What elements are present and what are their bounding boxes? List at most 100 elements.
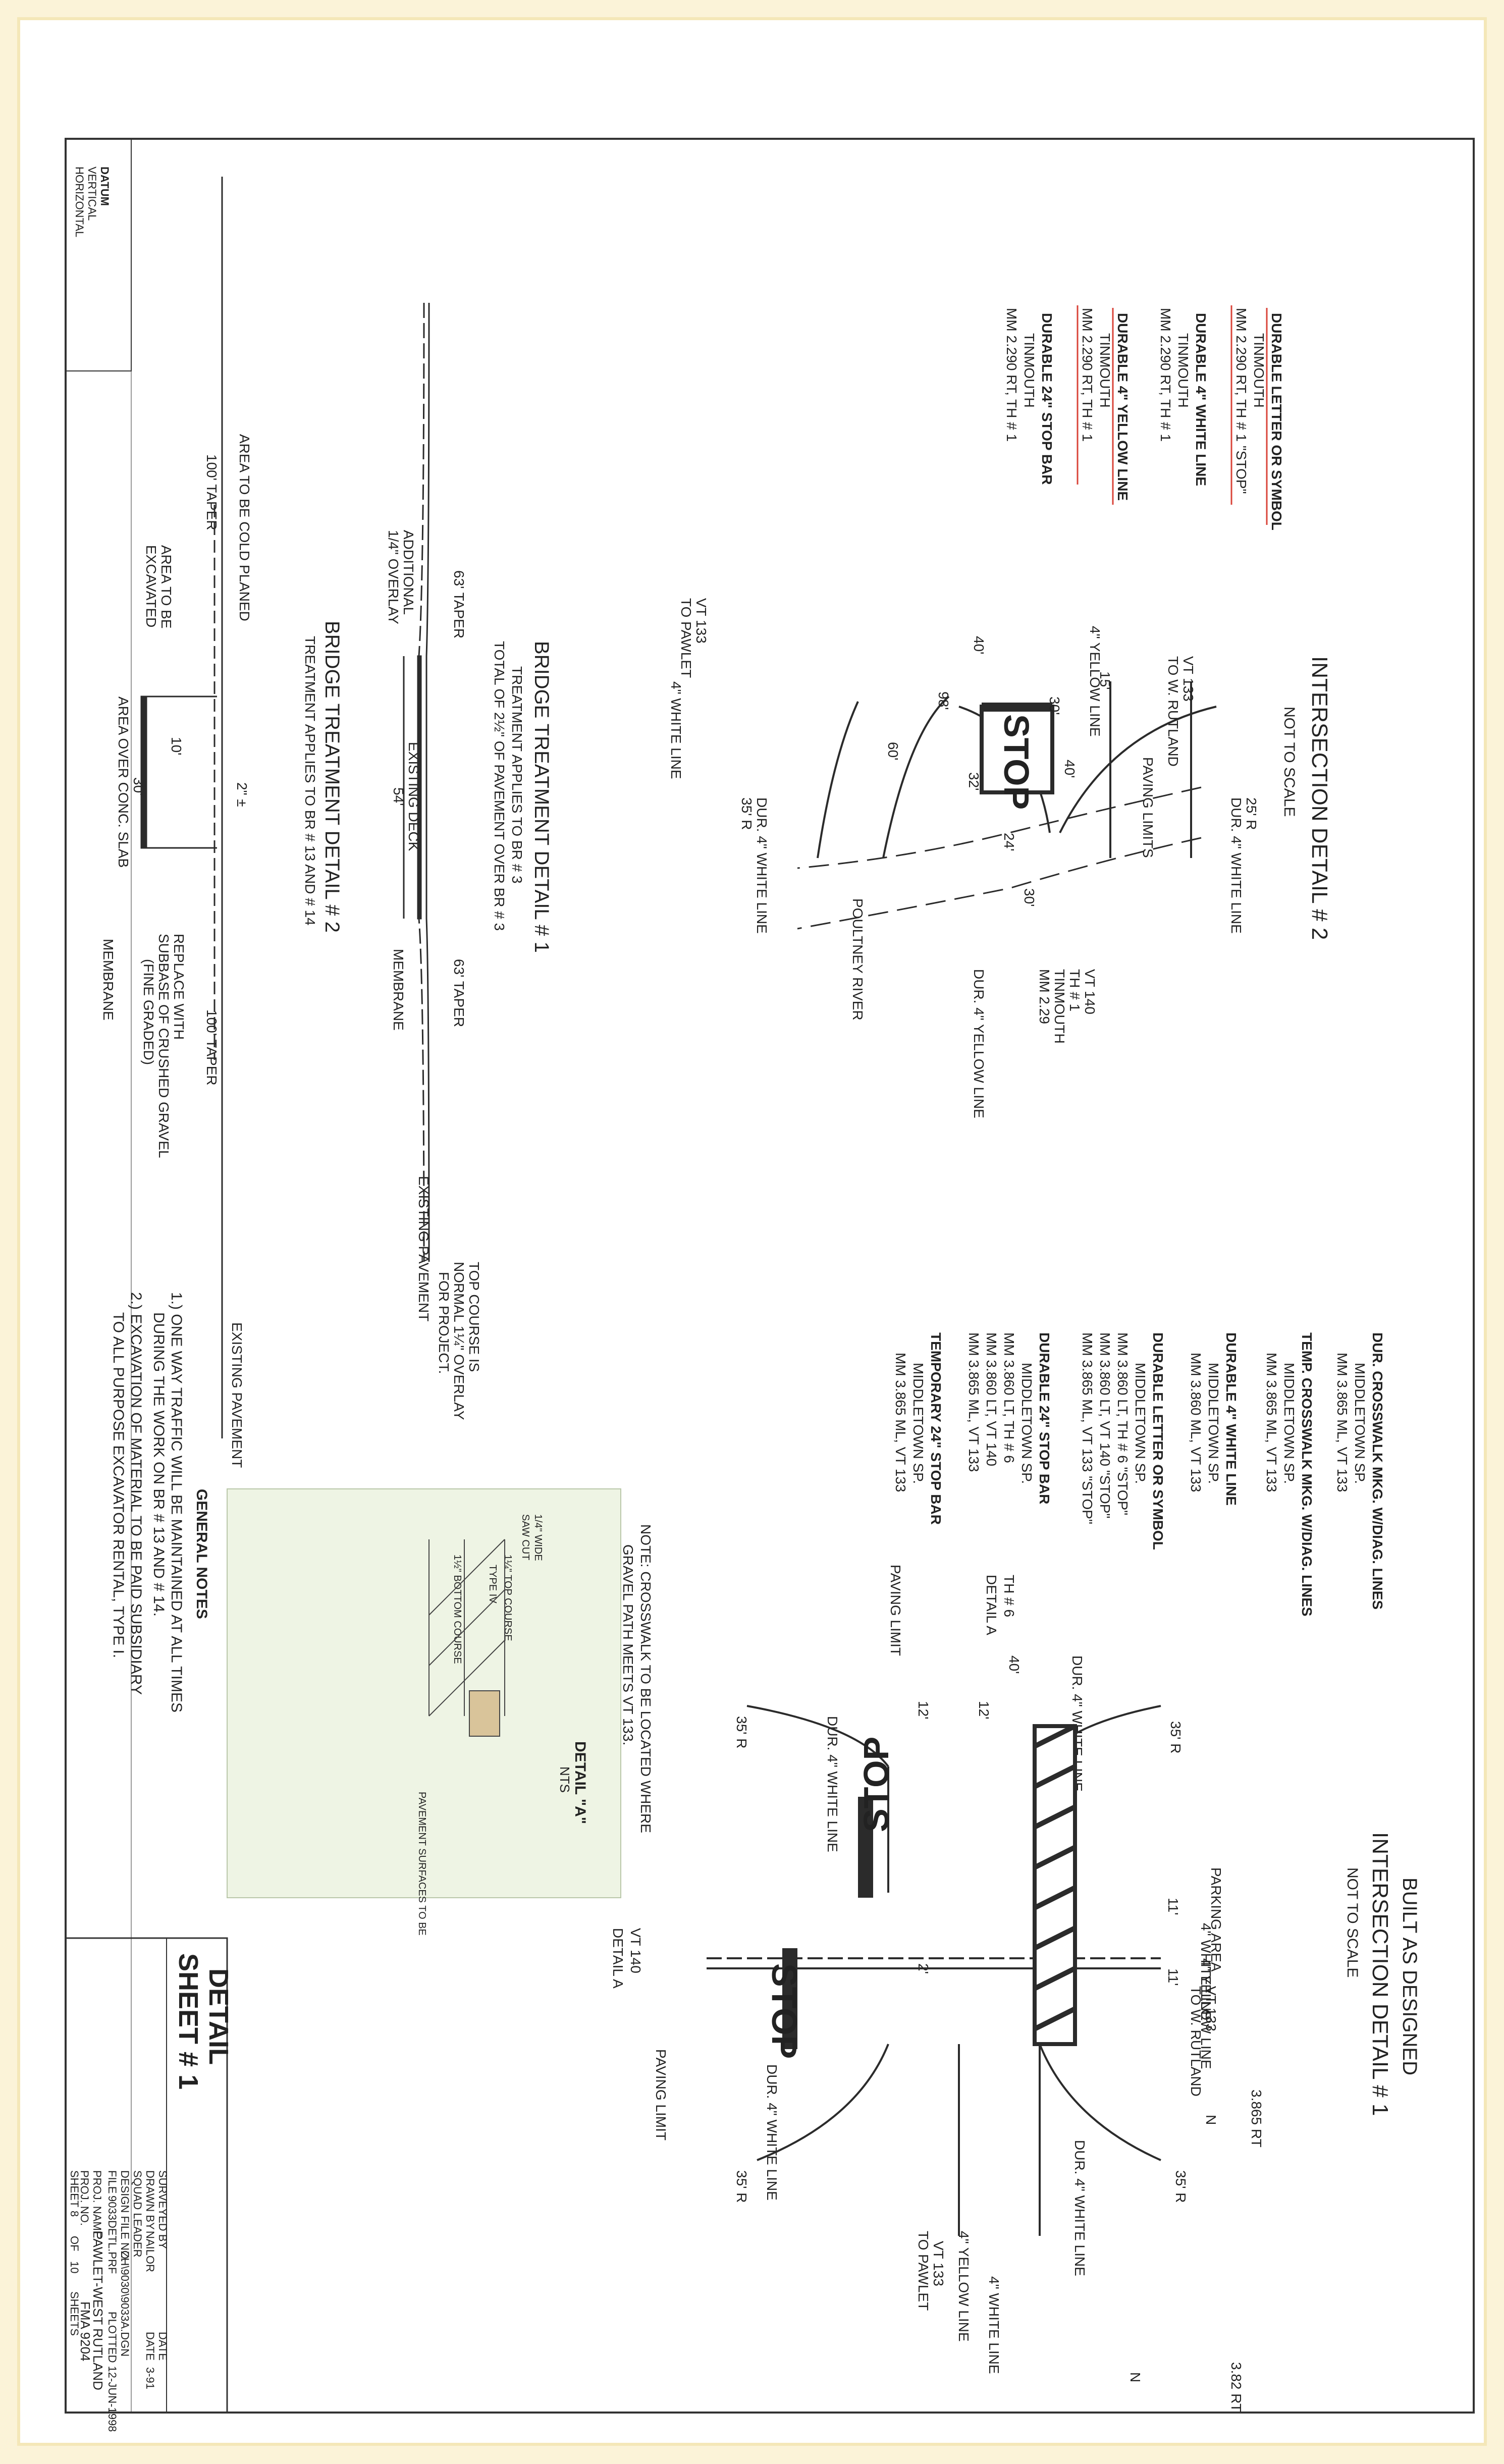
svg-text:60': 60'	[885, 742, 901, 761]
svg-text:BRIDGE TREATMENT DETAIL # 2: BRIDGE TREATMENT DETAIL # 2	[321, 621, 343, 933]
svg-text:12': 12'	[916, 1701, 931, 1720]
svg-text:NTS: NTS	[557, 1766, 572, 1793]
svg-text:N: N	[1127, 2372, 1143, 2382]
svg-text:TO PAWLET: TO PAWLET	[916, 2231, 931, 2311]
svg-text:2.) EXCAVATION OF MATERIAL TO: 2.) EXCAVATION OF MATERIAL TO BE PAID SU…	[128, 1292, 144, 1695]
inner-border	[131, 138, 1474, 2413]
svg-text:ZH\9030\9033A.DGN: ZH\9030\9033A.DGN	[119, 2251, 131, 2356]
svg-text:MM 3.860 LT, TH # 6: MM 3.860 LT, TH # 6	[1001, 1332, 1017, 1463]
svg-text:DUR. 4" WHITE LINE: DUR. 4" WHITE LINE	[764, 2064, 780, 2201]
svg-text:PAVING LIMITS: PAVING LIMITS	[1140, 757, 1156, 858]
svg-text:TO W. RUTLAND: TO W. RUTLAND	[1188, 1986, 1204, 2097]
svg-text:AREA OVER CONC. SLAB: AREA OVER CONC. SLAB	[116, 697, 131, 868]
svg-text:15': 15'	[1097, 671, 1113, 690]
int1-stop-a: STOP	[856, 1737, 896, 1898]
svg-text:MIDDLETOWN SP.: MIDDLETOWN SP.	[1206, 1363, 1221, 1484]
svg-text:FILE: FILE	[106, 2170, 119, 2193]
svg-text:100' TAPER: 100' TAPER	[204, 1009, 220, 1086]
svg-text:DUR. 4" WHITE LINE: DUR. 4" WHITE LINE	[1072, 2140, 1088, 2276]
svg-text:3.82 RT: 3.82 RT	[1228, 2362, 1244, 2412]
svg-text:DATE: DATE	[156, 2332, 169, 2361]
svg-text:EXCAVATED: EXCAVATED	[143, 545, 159, 627]
svg-text:35' R: 35' R	[734, 2170, 749, 2203]
notes-middletown: DUR. CROSSWALK MKG. W/DIAG. LINES MIDDLE…	[893, 1332, 1385, 1617]
svg-text:DRAWN BY: DRAWN BY	[144, 2170, 156, 2230]
notes-tinmouth: DURABLE LETTER OR SYMBOL TINMOUTH MM 2.2…	[1004, 308, 1284, 530]
svg-text:REPLACE WITH: REPLACE WITH	[171, 934, 187, 1040]
svg-text:98': 98'	[936, 691, 951, 710]
svg-text:10': 10'	[169, 737, 184, 756]
poultney-river	[797, 786, 1202, 930]
svg-text:POULTNEY RIVER: POULTNEY RIVER	[850, 898, 866, 1021]
svg-text:AREA TO BE COLD PLANED: AREA TO BE COLD PLANED	[237, 434, 252, 621]
svg-text:SQUAD LEADER: SQUAD LEADER	[131, 2170, 144, 2257]
svg-text:TINMOUTH: TINMOUTH	[1022, 333, 1037, 408]
svg-text:MM 2.29: MM 2.29	[1037, 969, 1052, 1024]
svg-text:PROJ. NAME: PROJ. NAME	[91, 2170, 103, 2238]
svg-text:DESIGN FILE NO.: DESIGN FILE NO.	[119, 2170, 131, 2262]
int1-crosswalk	[1033, 1724, 1077, 2046]
int2-title: INTERSECTION DETAIL # 2	[1307, 656, 1332, 940]
svg-text:TO PAWLET: TO PAWLET	[678, 598, 694, 678]
svg-text:DETAIL A: DETAIL A	[610, 1928, 626, 1989]
svg-text:VERTICAL: VERTICAL	[86, 167, 98, 221]
svg-text:9033DETL.PRF: 9033DETL.PRF	[106, 2195, 119, 2274]
svg-text:1/4" OVERLAY: 1/4" OVERLAY	[386, 530, 401, 624]
int1-stop-b: STOP	[765, 1948, 804, 2059]
svg-text:DETAIL A: DETAIL A	[984, 1575, 999, 1635]
svg-text:VT 140: VT 140	[1082, 969, 1098, 1014]
svg-text:TREATMENT APPLIES TO BR # 3: TREATMENT APPLIES TO BR # 3	[509, 666, 525, 884]
general-notes: GENERAL NOTES 1.) ONE WAY TRAFFIC WILL B…	[110, 1292, 210, 1712]
svg-text:11': 11'	[1165, 1898, 1181, 1915]
title-block: DETAIL SHEET # 1 SURVEYED BY DRAWN BY NA…	[65, 1937, 234, 2432]
crosswalk-note: NOTE: CROSSWALK TO BE LOCATED WHERE GRAV…	[620, 1524, 654, 1833]
svg-text:DUR. 4" WHITE LINE: DUR. 4" WHITE LINE	[825, 1716, 840, 1852]
bridge1-profile	[403, 302, 430, 1262]
svg-text:DURABLE 4" WHITE LINE: DURABLE 4" WHITE LINE	[1223, 1332, 1239, 1506]
svg-text:HORIZONTAL: HORIZONTAL	[73, 167, 86, 237]
svg-text:NAILOR: NAILOR	[144, 2231, 156, 2272]
svg-text:4" WHITE LINE: 4" WHITE LINE	[986, 2276, 1002, 2374]
int2-stop-marking	[980, 705, 1054, 794]
svg-text:MM 3.865 ML, VT 133: MM 3.865 ML, VT 133	[1334, 1353, 1350, 1492]
svg-text:OF: OF	[68, 2236, 81, 2252]
svg-text:DATE: DATE	[144, 2332, 156, 2361]
svg-text:VT 133: VT 133	[693, 598, 709, 644]
svg-text:32': 32'	[966, 772, 982, 791]
svg-text:100' TAPER: 100' TAPER	[204, 454, 220, 530]
svg-text:TO ALL PURPOSE EXCAVATOR RENTA: TO ALL PURPOSE EXCAVATOR RENTAL, TYPE I.	[110, 1312, 127, 1658]
svg-text:40': 40'	[1006, 1655, 1022, 1674]
svg-text:63' TAPER: 63' TAPER	[451, 959, 467, 1027]
svg-text:MM 3.865 ML, VT 133 "STOP": MM 3.865 ML, VT 133 "STOP"	[1080, 1332, 1095, 1524]
svg-text:FOR PROJECT.: FOR PROJECT.	[436, 1272, 452, 1374]
svg-text:(FINE GRADED): (FINE GRADED)	[141, 959, 156, 1065]
svg-text:MM 2.290 RT, TH # 1: MM 2.290 RT, TH # 1	[1158, 308, 1173, 442]
svg-text:VT 133: VT 133	[931, 2241, 946, 2286]
svg-text:TINMOUTH: TINMOUTH	[1175, 333, 1191, 408]
svg-text:DUR. CROSSWALK MKG. W/DIAG. LI: DUR. CROSSWALK MKG. W/DIAG. LINES	[1370, 1332, 1385, 1610]
svg-text:4" YELLOW LINE: 4" YELLOW LINE	[1087, 626, 1103, 737]
svg-text:63' TAPER: 63' TAPER	[451, 570, 467, 638]
intersection-1: BUILT AS DESIGNED INTERSECTION DETAIL # …	[610, 1565, 1421, 2412]
sheet-paper	[20, 20, 1484, 2443]
svg-text:DURABLE LETTER OR SYMBOL: DURABLE LETTER OR SYMBOL	[1150, 1332, 1166, 1550]
svg-text:10: 10	[68, 2261, 81, 2273]
svg-text:MM 3.865 ML, VT 133: MM 3.865 ML, VT 133	[893, 1353, 908, 1492]
svg-text:DURABLE 4" YELLOW LINE: DURABLE 4" YELLOW LINE	[1115, 313, 1131, 501]
svg-text:4" YELLOW LINE: 4" YELLOW LINE	[956, 2231, 972, 2342]
svg-text:TH # 1: TH # 1	[1067, 969, 1083, 1011]
svg-text:11': 11'	[1165, 1968, 1181, 1986]
svg-text:12': 12'	[976, 1701, 992, 1720]
bridge-detail-2: BRIDGE TREATMENT DETAIL # 2 TREATMENT AP…	[100, 434, 343, 1468]
svg-text:MIDDLETOWN SP.: MIDDLETOWN SP.	[1281, 1363, 1297, 1484]
datum-box: DATUM VERTICAL HORIZONTAL	[65, 138, 132, 371]
svg-text:MM 3.860 LT, VT 140 "STOP": MM 3.860 LT, VT 140 "STOP"	[1097, 1332, 1113, 1518]
svg-text:DURING THE WORK ON BR # 13 AND: DURING THE WORK ON BR # 13 AND # 14.	[150, 1312, 167, 1617]
svg-text:TREATMENT APPLIES TO BR # 13 A: TREATMENT APPLIES TO BR # 13 AND # 14	[302, 636, 318, 926]
svg-text:PAWLET-WEST RUTLAND: PAWLET-WEST RUTLAND	[90, 2231, 105, 2390]
svg-text:MM 2.290 RT, TH # 1 "STOP": MM 2.290 RT, TH # 1 "STOP"	[1233, 308, 1249, 494]
svg-text:DUR. 4" YELLOW LINE: DUR. 4" YELLOW LINE	[971, 969, 987, 1118]
svg-text:DUR. 4" WHITE LINE: DUR. 4" WHITE LINE	[754, 797, 770, 934]
svg-text:4" YELLOW LINE: 4" YELLOW LINE	[1198, 1958, 1214, 2069]
